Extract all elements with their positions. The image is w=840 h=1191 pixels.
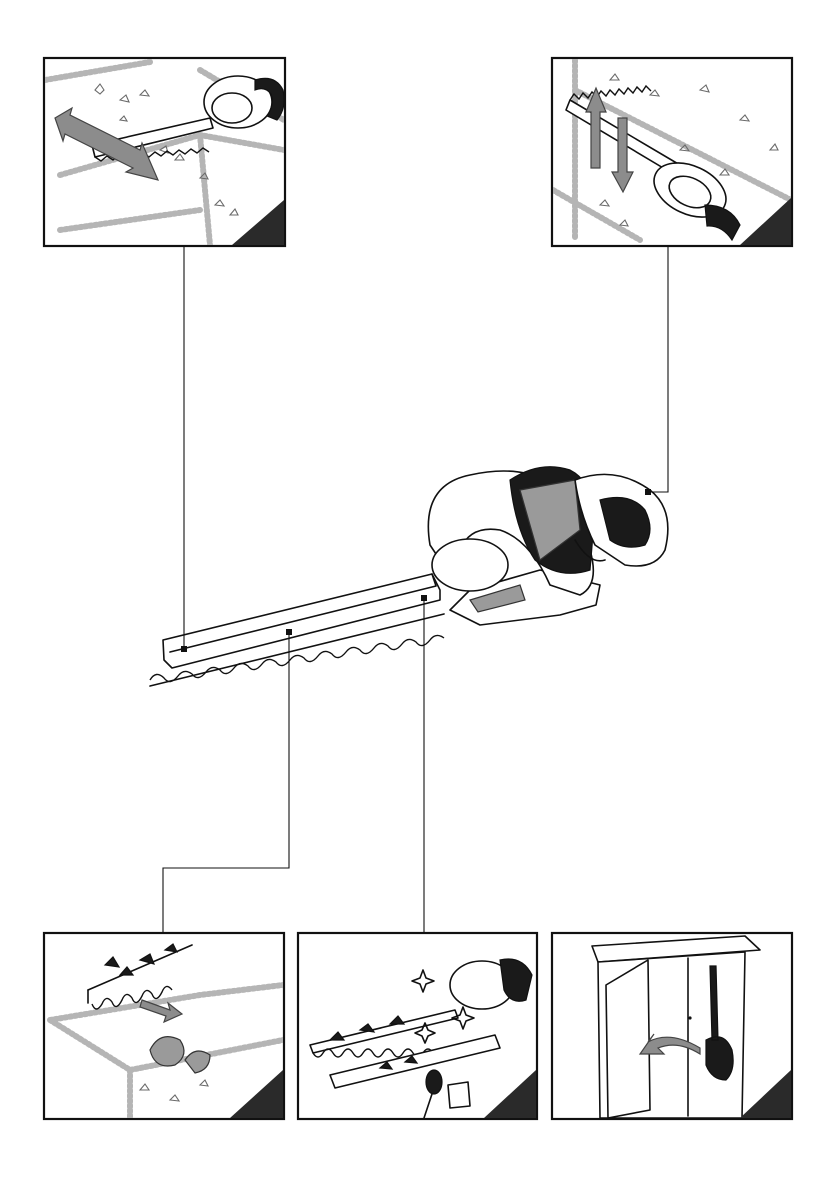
panel-cleaning (298, 933, 537, 1119)
panel-storage (552, 933, 792, 1119)
panel-vertical-cutting (552, 58, 792, 246)
cabinet-door (606, 960, 650, 1118)
panel-blade-cover (44, 933, 284, 1119)
blade-cover-sheath (163, 574, 440, 668)
storage-cabinet-icon (592, 936, 760, 1118)
leader-rear-handle (648, 246, 668, 492)
panel-horizontal-cutting (44, 58, 285, 246)
cleaning-cloth-icon (448, 1082, 470, 1108)
leader-blade (163, 632, 289, 933)
hedge-trimmer-main (150, 467, 668, 686)
